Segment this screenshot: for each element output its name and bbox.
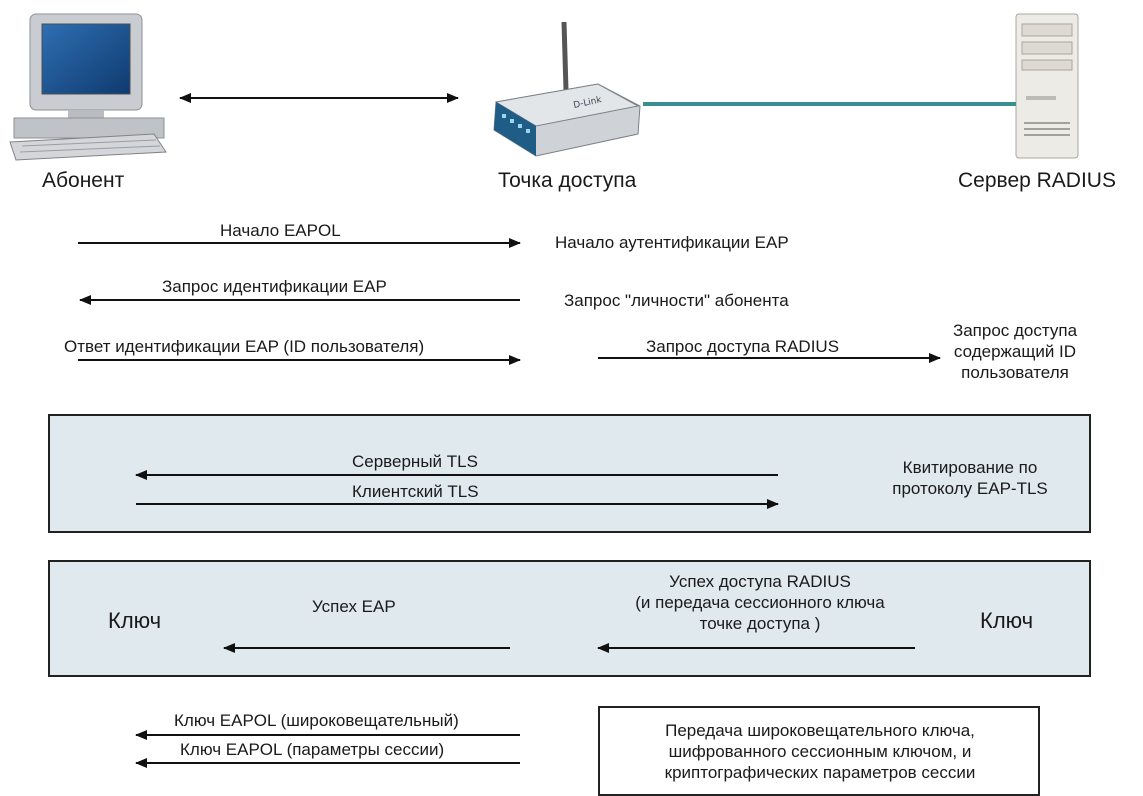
- server-tower-icon: [1015, 13, 1079, 159]
- key-right-label: Ключ: [980, 608, 1034, 633]
- wireless-router-icon: D-Link: [493, 22, 641, 157]
- radius-server-label: Сервер RADIUS: [958, 169, 1116, 192]
- identity-request-note: Запрос "личности" абонента: [564, 291, 789, 310]
- key-left-label: Ключ: [108, 608, 162, 633]
- eap-tls-handshake-panel: [48, 414, 1091, 533]
- radius-success-label: Успех доступа RADIUS (и передача сессион…: [635, 572, 885, 633]
- eap-auth-start-label: Начало аутентификации EAP: [555, 233, 789, 252]
- radius-access-request-label: Запрос доступа RADIUS: [646, 337, 840, 356]
- computer-icon: [9, 13, 167, 161]
- subscriber-label: Абонент: [42, 169, 125, 192]
- access-request-note: Запрос доступа содержащий ID пользовател…: [952, 321, 1078, 382]
- eapol-key-session-label: Ключ EAPOL (параметры сессии): [180, 740, 445, 759]
- eap-identity-response-label: Ответ идентификации EAP (ID пользователя…: [64, 337, 425, 356]
- broadcast-key-note-box: [598, 706, 1040, 796]
- key-exchange-panel: [48, 560, 1091, 677]
- eapol-key-broadcast-label: Ключ EAPOL (широковещательный): [174, 711, 459, 730]
- server-tls-label: Серверный TLS: [352, 452, 478, 471]
- eap-identity-request-label: Запрос идентификации EAP: [162, 277, 387, 296]
- eap-tls-handshake-note: Квитирование по протоколу EAP-TLS: [892, 458, 1048, 498]
- access-point-label: Точка доступа: [498, 169, 637, 192]
- client-tls-label: Клиентский TLS: [352, 482, 479, 501]
- eapol-start-label: Начало EAPOL: [220, 221, 341, 240]
- eap-success-label: Успех EAP: [312, 597, 396, 616]
- broadcast-key-note: Передача широковещательного ключа, шифро…: [664, 721, 976, 782]
